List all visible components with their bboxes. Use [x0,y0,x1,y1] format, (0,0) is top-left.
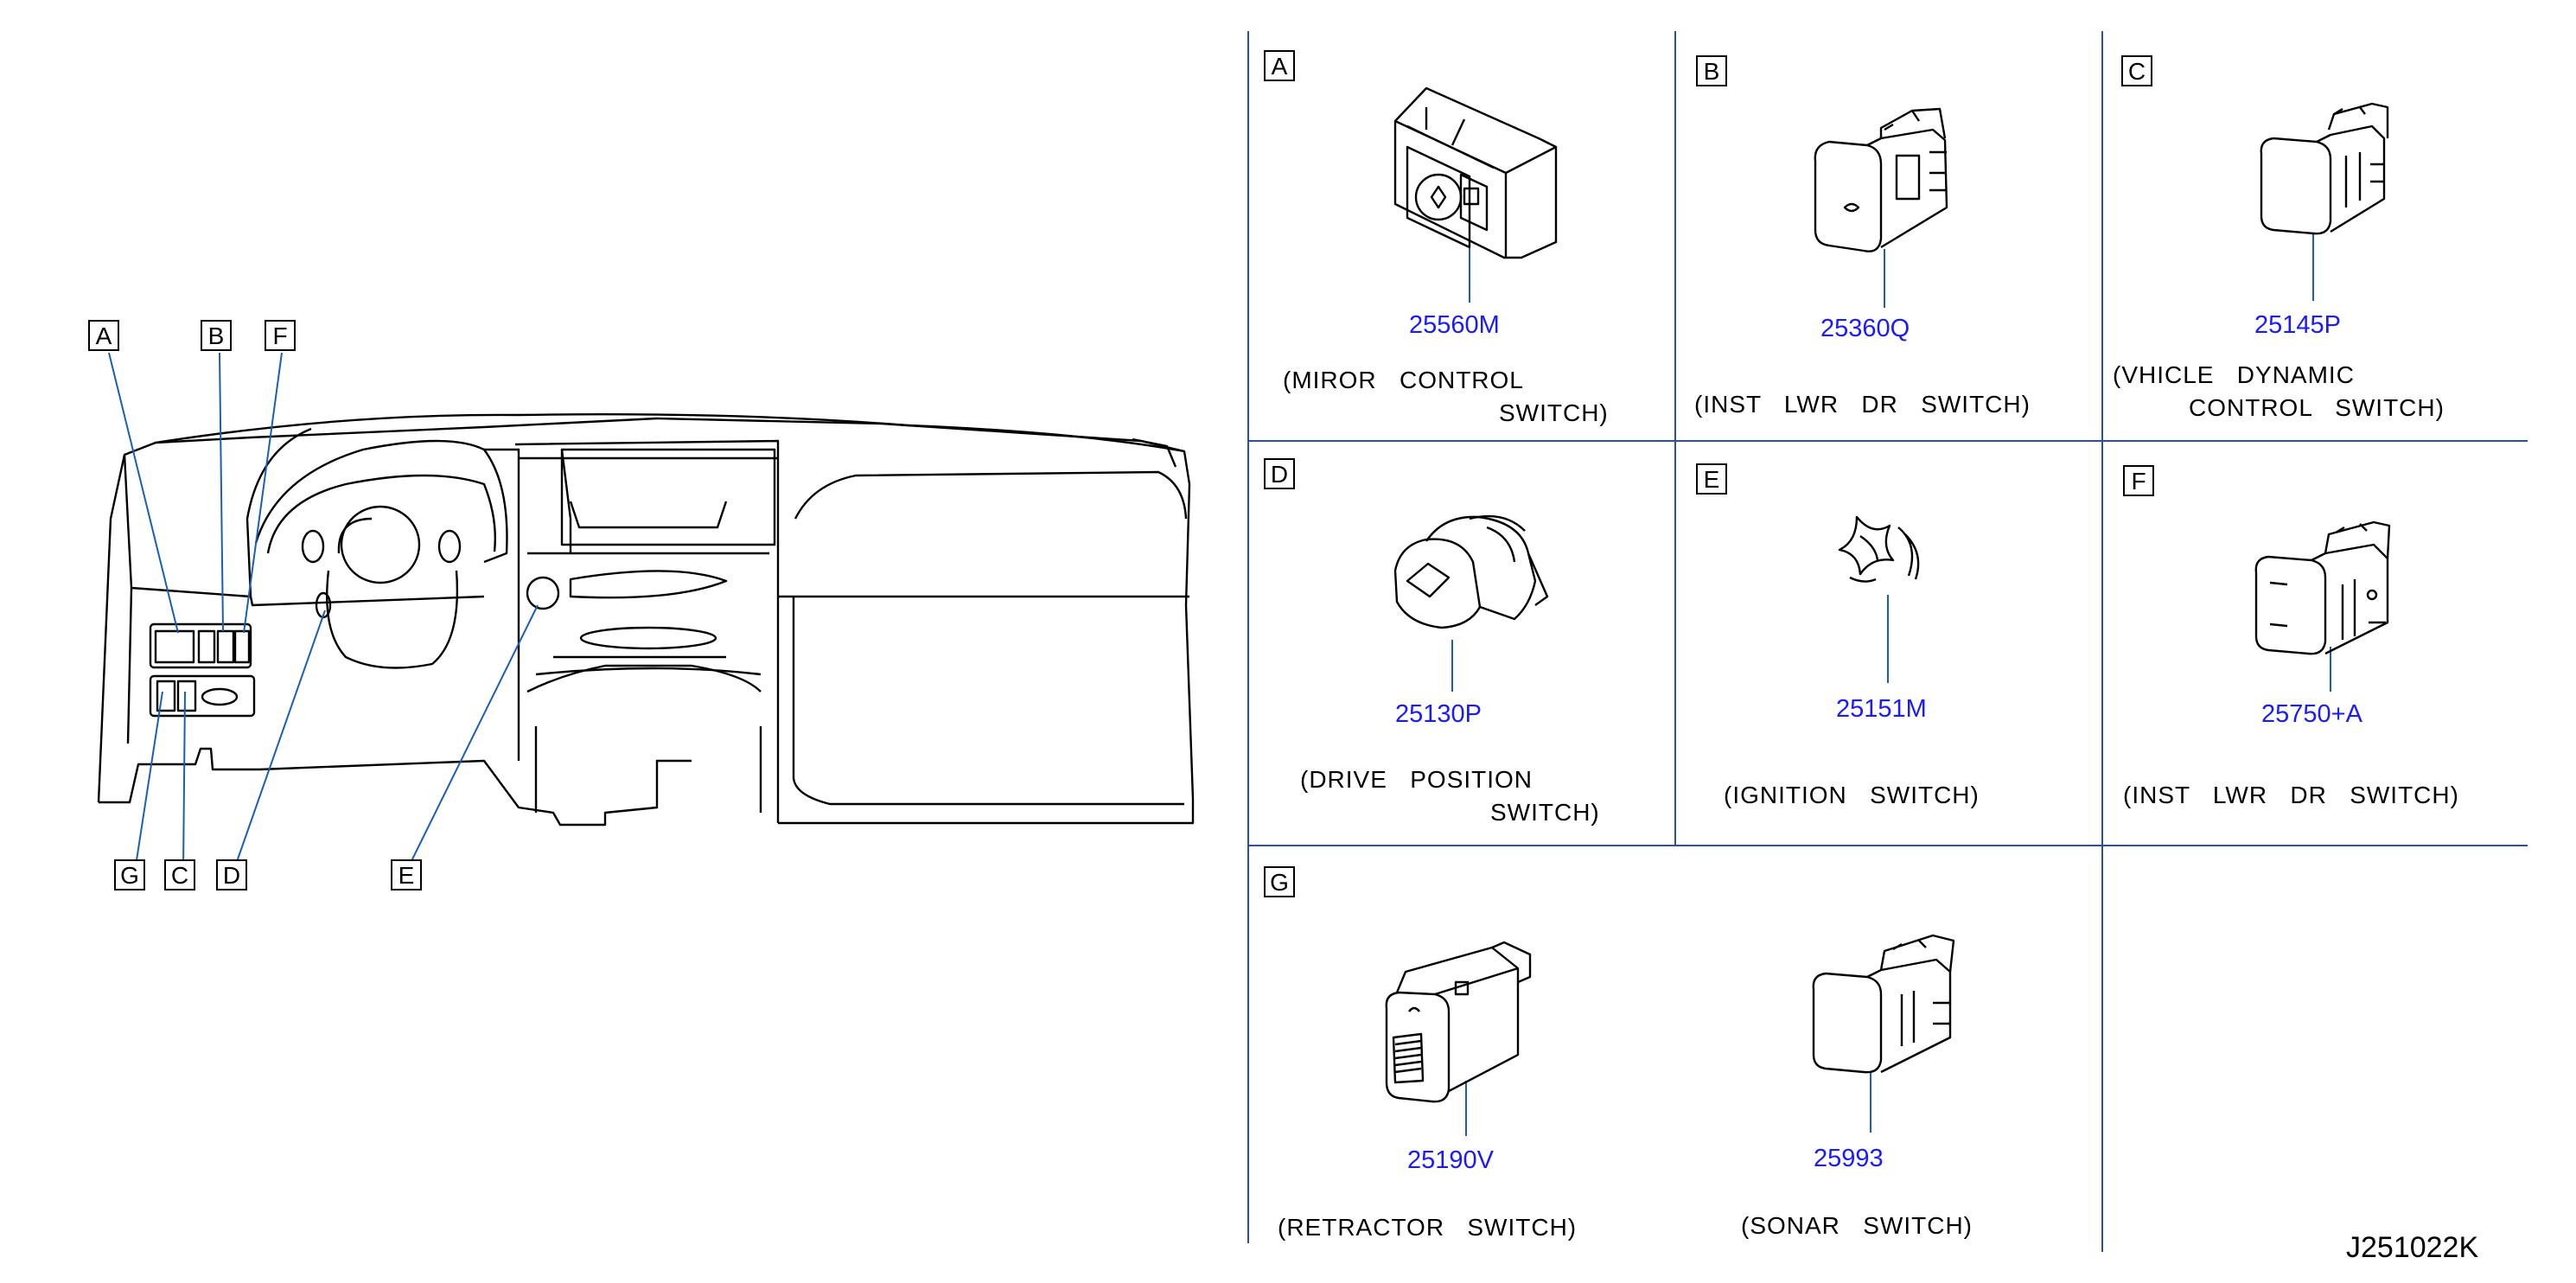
overview-callout-a: A [88,320,119,351]
cell-letter-d: D [1264,458,1295,489]
part-number-25360q[interactable]: 25360Q [1820,315,1910,342]
part-description-c-line1: (VHICLE DYNAMIC [2113,361,2355,388]
cell-letter-b: B [1696,55,1727,86]
inst-lwr-dr-switch-illustration-b [1814,107,1948,252]
retractor-switch-illustration [1385,941,1532,1103]
overview-callout-e: E [391,859,422,890]
part-description-a-line2: SWITCH) [1499,399,1609,426]
vehicle-dynamic-control-switch-illustration [2260,102,2389,235]
part-description-d-line1: (DRIVE POSITION [1300,766,1533,793]
dashboard-illustration [97,413,1195,827]
part-number-25750a[interactable]: 25750+A [2261,700,2362,728]
part-description-e: (IGNITION SWITCH) [1724,782,1980,808]
part-number-25560m[interactable]: 25560M [1409,311,1500,339]
part-description-g-retractor: (RETRACTOR SWITCH) [1278,1214,1578,1241]
part-number-25993[interactable]: 25993 [1814,1145,1884,1172]
table-grid [1247,31,2528,1252]
cell-letter-c: C [2121,55,2152,86]
mirror-control-switch-illustration [1393,86,1558,259]
ignition-switch-illustration [1838,515,1920,583]
overview-callout-g: G [114,859,145,890]
part-number-25145p[interactable]: 25145P [2254,311,2341,339]
part-description-d-line2: SWITCH) [1490,799,1600,826]
part-description-a-line1: (MIROR CONTROL [1283,367,1524,393]
part-leaders [1451,233,2331,1136]
part-number-25151m[interactable]: 25151M [1836,695,1927,723]
part-description-g-sonar: (SONAR SWITCH) [1741,1212,1973,1239]
inst-lwr-dr-switch-illustration-f [2254,520,2391,655]
part-number-25130p[interactable]: 25130P [1395,700,1482,728]
part-number-25190v[interactable]: 25190V [1407,1146,1494,1174]
overview-callout-d: D [216,859,247,890]
sonar-switch-illustration [1812,934,1955,1074]
overview-callout-b: B [201,320,232,351]
diagram-reference-code: J251022K [2346,1231,2479,1264]
part-description-b: (INST LWR DR SWITCH) [1694,391,2031,418]
overview-callout-c: C [164,859,195,890]
cell-letter-g: G [1264,866,1295,897]
drive-position-switch-illustration [1393,514,1549,629]
callout-leaders [108,352,539,872]
cell-letter-f: F [2123,465,2154,496]
cell-letter-e: E [1696,463,1727,495]
overview-callout-f: F [265,320,296,351]
part-description-c-line2: CONTROL SWITCH) [2189,394,2445,421]
part-description-f: (INST LWR DR SWITCH) [2123,782,2459,808]
cell-letter-a: A [1264,50,1295,81]
